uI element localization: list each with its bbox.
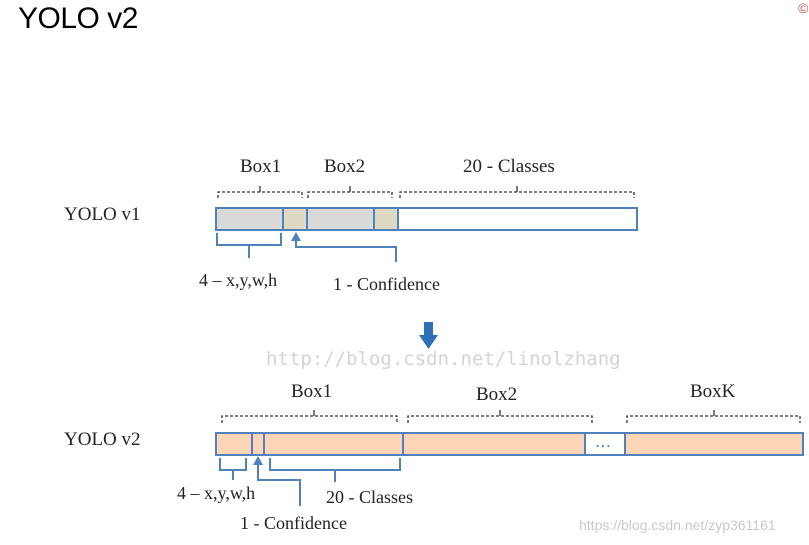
v1-classes-label: 20 - Classes <box>463 156 555 177</box>
v1-box2-confidence-cell <box>373 207 399 231</box>
v2-boxk-cell <box>624 432 804 456</box>
v1-coords-label: 4 – x,y,w,h <box>199 270 278 290</box>
watermark-text: http://blog.csdn.net/linolzhang <box>266 348 621 370</box>
v1-confidence-label: 1 - Confidence <box>333 274 440 294</box>
v2-box1-brace <box>221 415 398 423</box>
v1-box1-label: Box1 <box>240 156 282 177</box>
v2-box2-label: Box2 <box>476 384 518 405</box>
v2-box1-label: Box1 <box>291 381 333 402</box>
v1-box1-coords-cell <box>215 207 284 231</box>
v1-box2-coords-cell <box>306 207 375 231</box>
v1-box1-confidence-cell <box>282 207 308 231</box>
v1-classes-brace <box>399 191 635 198</box>
v1-coords-bracket <box>216 233 282 246</box>
v1-confidence-arrowhead <box>291 232 301 241</box>
corner-mark: © <box>798 0 809 16</box>
v2-coords-label: 4 – x,y,w,h <box>177 483 256 503</box>
v2-ellipsis: … <box>595 432 611 451</box>
v2-row-label: YOLO v2 <box>64 429 141 450</box>
v2-box1-confidence-cell <box>251 432 265 456</box>
v2-boxk-label: BoxK <box>690 381 736 402</box>
v2-box1-coords-cell <box>215 432 253 456</box>
v2-box2-cell <box>402 432 586 456</box>
v2-confidence-label: 1 - Confidence <box>240 513 347 533</box>
v1-confidence-connector <box>295 240 397 262</box>
v1-box1-brace <box>217 191 303 198</box>
v2-confidence-arrowhead <box>253 456 263 465</box>
v1-box2-brace <box>307 191 393 198</box>
v1-box2-label: Box2 <box>324 156 366 177</box>
page-title: YOLO v2 <box>18 2 138 35</box>
v2-boxk-brace <box>626 415 801 423</box>
footer-url: https://blog.csdn.net/zyp361161 <box>579 517 776 533</box>
v2-coords-bracket <box>219 458 247 471</box>
v2-box2-brace <box>407 415 593 423</box>
down-arrow-icon <box>419 322 438 349</box>
v1-classes-cell <box>397 207 638 231</box>
v1-row-label: YOLO v1 <box>64 204 141 225</box>
v2-classes-label: 20 - Classes <box>326 487 413 507</box>
v2-box1-classes-cell <box>263 432 404 456</box>
v2-classes-bracket <box>269 458 401 471</box>
v2-confidence-connector <box>257 464 301 506</box>
